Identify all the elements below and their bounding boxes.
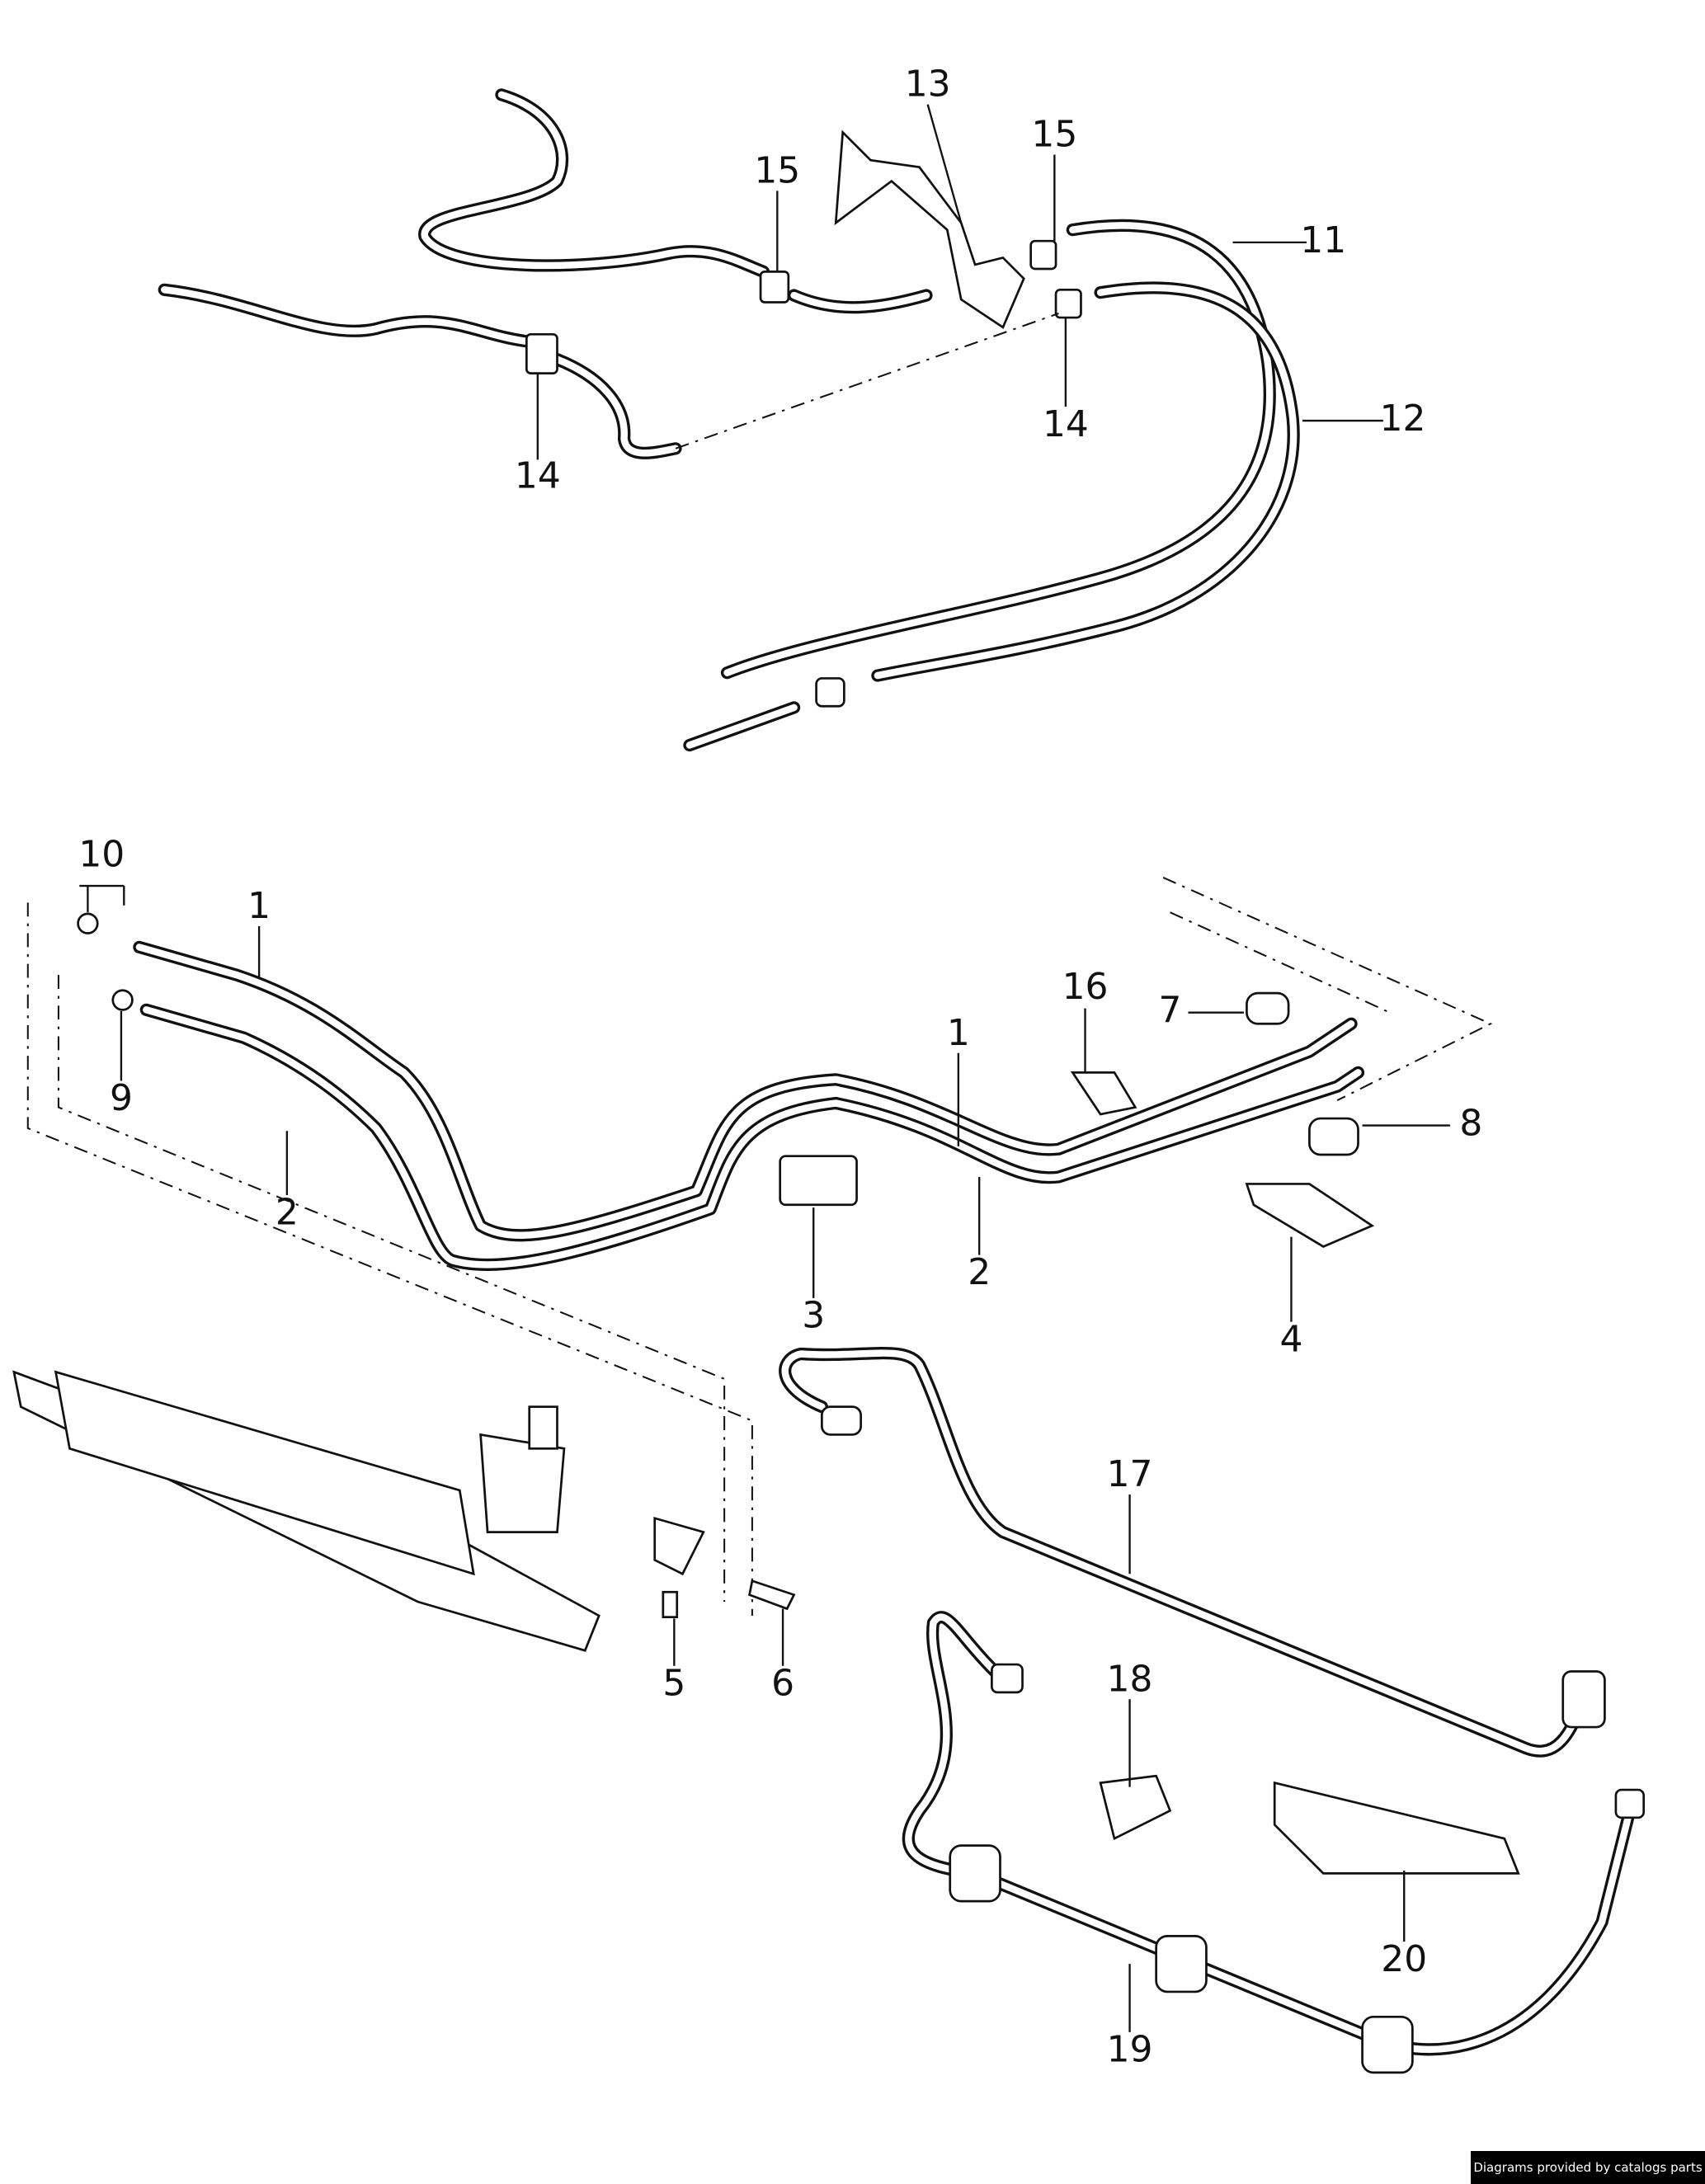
middle-hoses [26,877,1493,1616]
callout-19: 19 [1107,2029,1153,2071]
leader-lines [79,104,1450,2032]
steering-rack [12,1370,796,1652]
callout-6: 6 [771,1662,794,1704]
callout-2: 2 [968,1251,991,1293]
callout-10: 10 [78,834,125,876]
callout-1: 1 [947,1012,970,1054]
callout-2: 2 [276,1192,299,1234]
callout-8: 8 [1459,1103,1482,1145]
callout-15: 15 [1031,114,1077,156]
callout-16: 16 [1062,966,1109,1008]
callout-12: 12 [1380,398,1426,440]
lower-hoses [779,1346,1646,2074]
callout-15: 15 [754,149,800,191]
upper-hoses [158,88,1300,752]
credit-footer: Diagrams provided by catalogs parts [1471,2151,1705,2184]
callout-4: 4 [1279,1318,1302,1360]
callout-18: 18 [1107,1658,1153,1700]
callout-9: 9 [110,1077,133,1119]
callout-1: 1 [247,885,271,927]
callout-14: 14 [1043,403,1089,445]
callout-5: 5 [662,1662,685,1704]
callout-13: 13 [905,64,951,106]
callout-14: 14 [515,454,561,497]
callout-20: 20 [1381,1938,1427,1980]
callout-3: 3 [802,1295,825,1337]
callout-7: 7 [1159,990,1182,1032]
callout-11: 11 [1300,219,1346,261]
callout-17: 17 [1107,1453,1153,1495]
